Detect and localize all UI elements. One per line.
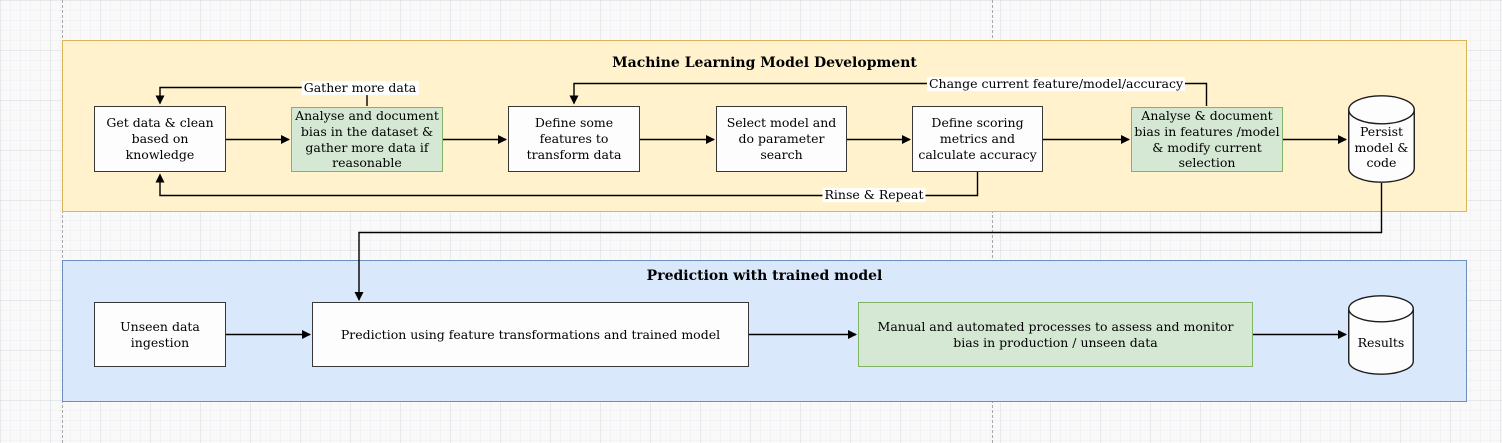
edge-change-selection-loop[interactable] bbox=[569, 82, 1208, 107]
page-boundary-line bbox=[62, 0, 63, 443]
node-prediction[interactable]: Prediction using feature transformations… bbox=[312, 302, 749, 367]
node-label: Manual and automated processes to assess… bbox=[877, 318, 1234, 350]
node-unseen-data-ingestion[interactable]: Unseen data ingestion bbox=[94, 302, 226, 367]
node-persist-model[interactable]: Persist model & code bbox=[1348, 95, 1415, 183]
node-label: Define some features to transform data bbox=[526, 115, 622, 162]
edge-gather-more-data-loop[interactable] bbox=[155, 86, 368, 107]
database-cylinder-icon bbox=[1348, 95, 1415, 183]
node-label: Unseen data ingestion bbox=[120, 318, 200, 350]
node-label: Get data & clean based on knowledge bbox=[106, 115, 214, 162]
edge-persist-to-prediction[interactable] bbox=[354, 183, 1383, 301]
node-label: Define scoring metrics and calculate acc… bbox=[918, 115, 1037, 162]
node-label: Analyse and document bias in the dataset… bbox=[295, 108, 439, 171]
database-cylinder-icon bbox=[1348, 295, 1414, 375]
node-results[interactable]: Results bbox=[1348, 295, 1414, 375]
edge-label-rinse-repeat[interactable]: Rinse & Repeat bbox=[822, 187, 926, 203]
node-analyse-feature-bias[interactable]: Analyse & document bias in features /mod… bbox=[1131, 107, 1283, 172]
node-monitor-bias[interactable]: Manual and automated processes to assess… bbox=[858, 302, 1253, 367]
edge-label-gather-more-data[interactable]: Gather more data bbox=[301, 80, 419, 96]
node-select-model[interactable]: Select model and do parameter search bbox=[716, 106, 847, 172]
node-label: Analyse & document bias in features /mod… bbox=[1134, 108, 1280, 171]
page-boundary-line bbox=[992, 0, 993, 443]
node-label: Persist model & code bbox=[1354, 123, 1409, 171]
node-label: Select model and do parameter search bbox=[726, 115, 837, 162]
node-label: Prediction using feature transformations… bbox=[340, 326, 721, 342]
edge-label-change-selection[interactable]: Change current feature/model/accuracy bbox=[926, 76, 1186, 92]
node-define-features[interactable]: Define some features to transform data bbox=[508, 106, 640, 172]
edge-rinse-repeat-loop[interactable] bbox=[155, 172, 979, 197]
node-define-scoring[interactable]: Define scoring metrics and calculate acc… bbox=[912, 106, 1043, 172]
lane-title-ml: Machine Learning Model Development bbox=[612, 55, 917, 71]
lane-title-prediction: Prediction with trained model bbox=[646, 268, 883, 284]
node-analyse-dataset-bias[interactable]: Analyse and document bias in the dataset… bbox=[291, 107, 443, 172]
node-label: Results bbox=[1357, 335, 1405, 351]
node-get-data[interactable]: Get data & clean based on knowledge bbox=[94, 106, 226, 172]
